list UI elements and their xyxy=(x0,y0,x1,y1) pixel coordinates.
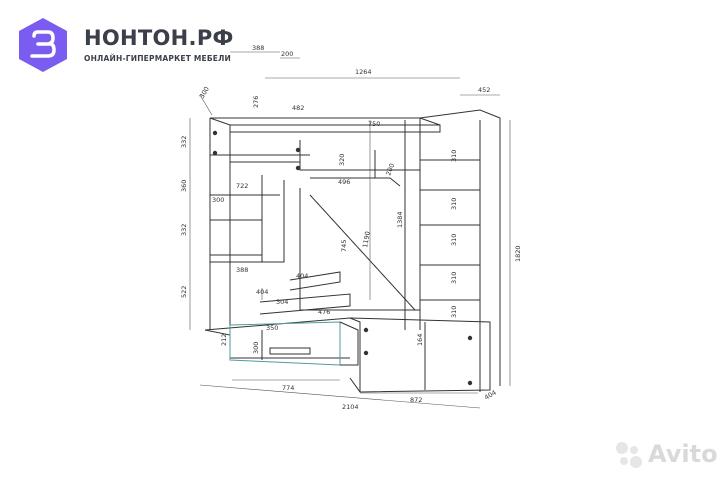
dim-320-mid: 320 xyxy=(338,154,346,166)
brand-name[interactable]: НОНТОН.РФ xyxy=(84,26,234,50)
drawer-handle xyxy=(269,347,311,355)
dim-388-b: 388 xyxy=(236,266,248,274)
knob-2 xyxy=(212,150,218,156)
dim-310-e: 310 xyxy=(450,306,458,318)
avito-dot-1 xyxy=(616,442,628,454)
dim-300-drawer: 300 xyxy=(252,342,260,354)
tv-mid-shelf xyxy=(259,293,351,315)
drawer-front xyxy=(229,321,341,366)
top-shelf-front xyxy=(229,124,441,133)
dim-404-b: 404 xyxy=(256,288,268,296)
dim-300-side: 300 xyxy=(198,85,211,100)
knob-1 xyxy=(212,130,218,136)
door-knobs xyxy=(212,130,473,386)
dimension-labels: 388 200 1264 452 300 276 482 750 332 320… xyxy=(180,44,522,411)
base-divider xyxy=(349,317,361,392)
dim-496: 496 xyxy=(338,178,350,186)
dim-200-mid: 200 xyxy=(384,162,396,176)
wall-unit-outline xyxy=(204,109,501,393)
upper-niche xyxy=(299,140,421,171)
tv-small-shelf xyxy=(289,271,341,291)
dim-310-d: 310 xyxy=(450,272,458,284)
knob-3 xyxy=(295,147,301,153)
dim-310-b: 310 xyxy=(450,198,458,210)
avito-dot-3 xyxy=(620,457,628,465)
tv-diagonal xyxy=(309,194,416,311)
dim-388-top: 388 xyxy=(252,44,264,52)
tv-back-panel xyxy=(299,188,420,311)
dim-332-a: 332 xyxy=(180,136,188,148)
knob-4 xyxy=(295,165,301,171)
dim-310-c: 310 xyxy=(450,234,458,246)
avito-dot-2 xyxy=(630,446,638,454)
base-top xyxy=(204,317,491,393)
brand-logo xyxy=(19,18,67,72)
dim-212: 212 xyxy=(220,334,228,346)
dim-476: 476 xyxy=(318,308,330,316)
dim-404-a: 404 xyxy=(296,272,308,280)
dim-1384: 1384 xyxy=(396,211,404,228)
knob-8 xyxy=(467,380,473,386)
dim-332-b: 332 xyxy=(180,224,188,236)
avito-watermark-text: Avito xyxy=(648,440,718,468)
dim-872: 872 xyxy=(410,396,422,404)
dim-200-top: 200 xyxy=(281,50,293,58)
drawer-side xyxy=(339,321,359,366)
dim-745: 745 xyxy=(340,240,348,252)
dim-164: 164 xyxy=(416,334,424,346)
brand-tagline: ОНЛАЙН-ГИПЕРМАРКЕТ МЕБЕЛИ xyxy=(84,54,231,63)
dim-452: 452 xyxy=(478,86,490,94)
dim-310-a: 310 xyxy=(450,150,458,162)
dim-1264: 1264 xyxy=(355,68,372,76)
avito-watermark-icon xyxy=(616,442,642,468)
dim-2104: 2104 xyxy=(342,403,359,411)
dimline-300 xyxy=(199,94,213,116)
dim-1190: 1190 xyxy=(361,231,372,249)
dim-1820: 1820 xyxy=(514,245,522,262)
dim-482: 482 xyxy=(292,104,304,112)
knob-5 xyxy=(363,327,369,333)
knob-6 xyxy=(363,350,369,356)
dim-350: 350 xyxy=(266,324,278,332)
dim-276: 276 xyxy=(252,96,260,108)
dim-774: 774 xyxy=(282,384,294,392)
dim-750: 750 xyxy=(368,120,380,128)
logo-glyph xyxy=(30,30,56,58)
dim-722: 722 xyxy=(236,182,248,190)
upper-niche-shelf xyxy=(310,177,401,187)
dim-304: 304 xyxy=(276,298,288,306)
left-tower-box xyxy=(261,175,285,263)
dim-522: 522 xyxy=(180,286,188,298)
avito-dot-4 xyxy=(630,456,642,468)
dimline-2104 xyxy=(199,384,481,409)
knob-7 xyxy=(467,335,473,341)
dimension-lines xyxy=(189,51,511,409)
right-column-top xyxy=(419,109,501,386)
dim-300-b: 300 xyxy=(212,196,224,204)
dim-360: 360 xyxy=(180,180,188,192)
